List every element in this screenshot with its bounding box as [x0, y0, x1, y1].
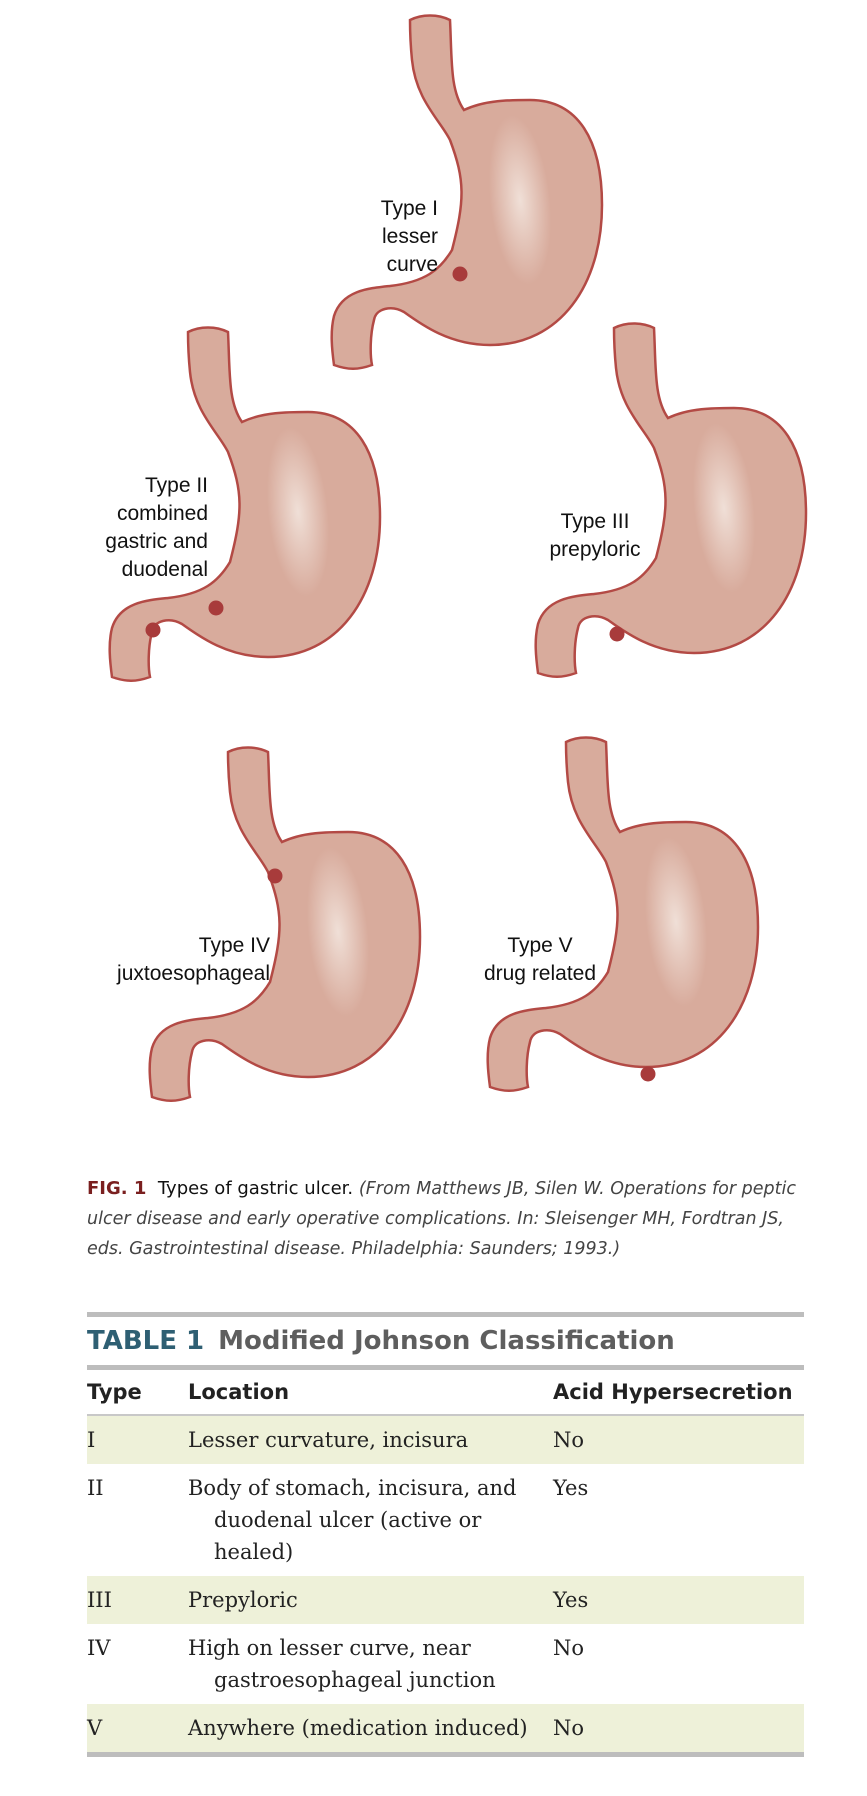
cell-type: I: [87, 1428, 96, 1452]
cell-location: Prepyloric: [188, 1584, 553, 1616]
label-type3: Type III prepyloric: [530, 508, 660, 564]
table-row: III Prepyloric Yes: [87, 1576, 804, 1624]
header-acid: Acid Hypersecretion: [553, 1380, 793, 1404]
cell-location: Lesser curvature, incisura: [188, 1424, 553, 1456]
cell-type: II: [87, 1476, 104, 1500]
cell-type: V: [87, 1716, 103, 1740]
stomach-type1: [330, 14, 604, 370]
cell-location: Body of stomach, incisura, and duodenal …: [188, 1472, 553, 1568]
cell-acid: No: [553, 1428, 585, 1452]
label-type5-line1: Type V: [507, 934, 573, 957]
cell-type: III: [87, 1588, 112, 1612]
figure-caption: FIG. 1 Types of gastric ulcer. (From Mat…: [87, 1174, 807, 1264]
label-type5-line2: drug related: [483, 962, 597, 985]
label-type3-line1: Type III: [560, 510, 630, 533]
label-type2-line2: combined: [116, 502, 208, 525]
table-title-text: Modified Johnson Classification: [218, 1326, 675, 1356]
label-type2-line4: duodenal: [121, 558, 208, 581]
cell-type: IV: [87, 1636, 111, 1660]
label-type1-line3: curve: [386, 253, 438, 276]
cell-location: High on lesser curve, near gastroesophag…: [188, 1632, 553, 1696]
label-type2-line1: Type II: [144, 474, 208, 497]
classification-table: TABLE 1 Modified Johnson Classification …: [87, 1312, 804, 1757]
figure-title: Types of gastric ulcer.: [157, 1178, 354, 1199]
cell-acid: No: [553, 1716, 585, 1740]
label-type4-line2: juxtoesophageal: [117, 962, 270, 985]
table-row: IV High on lesser curve, near gastroesop…: [87, 1624, 804, 1704]
table-number: TABLE 1: [87, 1326, 205, 1356]
ulcer-dot: [640, 1066, 656, 1082]
cell-location-line: High on lesser curve, near: [188, 1636, 471, 1660]
ulcer-dot: [267, 868, 283, 884]
label-type1-line2: lesser: [381, 225, 438, 248]
label-type1: Type I lesser curve: [330, 195, 438, 279]
header-type: Type: [87, 1380, 142, 1404]
stomach-type3: [534, 322, 808, 678]
cell-location-line: duodenal ulcer (active or: [214, 1508, 482, 1532]
cell-acid: No: [553, 1636, 585, 1660]
table-row: I Lesser curvature, incisura No: [87, 1416, 804, 1464]
cell-location-line: Anywhere (medication induced): [188, 1716, 528, 1740]
table-header-row: Type Location Acid Hypersecretion: [87, 1370, 804, 1416]
label-type1-line1: Type I: [380, 197, 438, 220]
cell-location-line: gastroesophageal junction: [214, 1668, 496, 1692]
header-location: Location: [188, 1380, 290, 1404]
label-type4: Type IV juxtoesophageal: [70, 932, 270, 988]
ulcer-dot: [145, 622, 161, 638]
label-type4-line1: Type IV: [198, 934, 270, 957]
label-type2-line3: gastric and: [105, 530, 208, 553]
table-top-rule: [87, 1312, 804, 1317]
label-type5: Type V drug related: [468, 932, 612, 988]
cell-location: Anywhere (medication induced): [188, 1712, 553, 1744]
stomach-type5: [486, 736, 760, 1092]
stomach-type2: [108, 326, 382, 682]
cell-location-line: healed): [214, 1540, 294, 1564]
table-row: II Body of stomach, incisura, and duoden…: [87, 1464, 804, 1576]
figure-citation: (From Matthews JB, Silen W. Operations f…: [87, 1179, 796, 1259]
cell-location-line: Prepyloric: [188, 1588, 298, 1612]
ulcer-dot: [452, 266, 468, 282]
cell-acid: Yes: [553, 1476, 589, 1500]
table-row: V Anywhere (medication induced) No: [87, 1704, 804, 1752]
ulcer-dot: [609, 626, 625, 642]
gastric-ulcer-figure: [108, 14, 808, 1102]
table-title-rule: [87, 1365, 804, 1370]
cell-acid: Yes: [553, 1588, 589, 1612]
label-type2: Type II combined gastric and duodenal: [70, 472, 208, 584]
stomach-type4: [148, 746, 422, 1102]
table-title: TABLE 1 Modified Johnson Classification: [87, 1317, 804, 1365]
cell-location-line: Body of stomach, incisura, and: [188, 1476, 517, 1500]
ulcer-dot: [208, 600, 224, 616]
table-bottom-rule: [87, 1752, 804, 1757]
figure-number: FIG. 1: [87, 1178, 147, 1199]
label-type3-line2: prepyloric: [549, 538, 641, 561]
cell-location-line: Lesser curvature, incisura: [188, 1428, 469, 1452]
